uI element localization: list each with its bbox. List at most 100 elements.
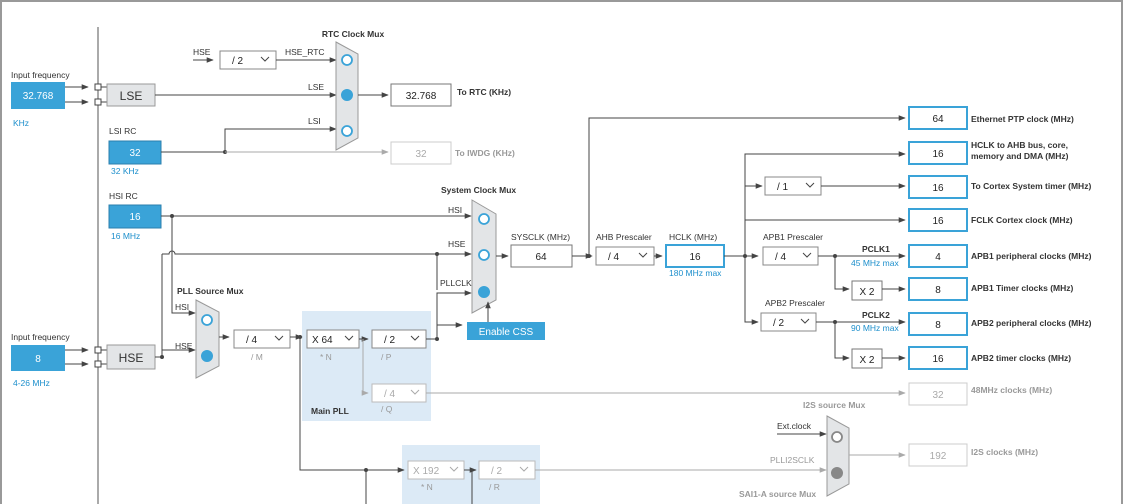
pll-radio-hsi[interactable] [201,314,213,326]
output-value-apb1-periph: 4 [935,252,941,263]
i2s-radio-ext[interactable] [831,431,843,443]
rtc-radio-hse[interactable] [341,54,353,66]
output-value-fclk: 16 [932,216,944,227]
rtc-hse-label: HSE [193,47,211,57]
pll-q-select[interactable] [371,383,427,403]
hclk-label: HCLK (MHz) [669,232,717,242]
sys-pllclk-label: PLLCLK [440,278,472,288]
sysclk-label: SYSCLK (MHz) [511,232,570,242]
rtc-radio-lsi[interactable] [341,125,353,137]
apb1-timer-mult [851,280,883,301]
pll-p-select[interactable] [371,329,427,349]
output-value-apb1-timer: 8 [935,285,941,296]
iwdg-output-box [390,141,452,165]
rtc-lse-label: LSE [308,82,324,92]
pll-hsi-label: HSI [175,302,189,312]
pll-p-value: / 2 [384,335,396,346]
plli2s-r-select[interactable] [478,460,536,480]
sys-hse-label: HSE [448,239,466,249]
i2s-source-mux [826,415,850,497]
hclk-value: 16 [689,252,701,263]
chevron-down-icon [519,466,529,472]
rtc-div-select[interactable] [219,50,277,70]
apb2-value: / 2 [773,318,785,329]
lse-freq-value: 32.768 [23,91,54,102]
apb1-timer-mult-value: X 2 [859,287,874,298]
rtc-radio-lse[interactable] [341,89,353,101]
pll-mux-title: PLL Source Mux [177,286,244,296]
chevron-down-icon [805,182,815,188]
lse-freq-label: Input frequency [11,70,70,80]
sys-hsi-label: HSI [448,205,462,215]
i2s-radio-plli2s[interactable] [831,467,843,479]
pll-hse-label: HSE [175,341,193,351]
pll-m-label: / M [251,352,263,362]
i2s-plli2s-label: PLLI2SCLK [770,455,815,465]
output-box-apb2-periph[interactable] [908,312,968,336]
output-box-apb1-periph[interactable] [908,244,968,268]
output-label-apb1-periph: APB1 peripheral clocks (MHz) [971,251,1092,261]
hclk-max: 180 MHz max [669,268,722,278]
sys-mux-title: System Clock Mux [441,185,516,195]
apb2-select[interactable] [760,312,817,332]
hse-range: 4-26 MHz [13,378,50,388]
output-label-cortex-timer: To Cortex System timer (MHz) [971,181,1091,191]
output-label-apb2-periph: APB2 peripheral clocks (MHz) [971,318,1092,328]
pll-source-mux [195,299,220,379]
output-box-apb2-timer[interactable] [908,346,968,370]
hsi-unit: 16 MHz [111,231,140,241]
plli2s-r-value: / 2 [491,466,503,477]
rtc-lsi-label: LSI [308,116,321,126]
sys-radio-pllclk[interactable] [478,286,490,298]
output-label-48mhz: 48MHz clocks (MHz) [971,385,1052,395]
sai-mux-title: SAI1-A source Mux [739,489,816,499]
output-value-48mhz: 32 [932,390,944,401]
hse-block[interactable] [106,344,156,370]
chevron-down-icon [449,466,459,472]
rtc-label: To RTC (KHz) [457,87,511,97]
output-value-i2s: 192 [930,451,947,462]
pll-p-label: / P [381,352,392,362]
pll-n-label: * N [320,352,332,362]
apb2-label: APB2 Prescaler [765,298,825,308]
pll-m-value: / 4 [246,335,258,346]
pll-q-label: / Q [381,404,393,414]
main-pll-panel [302,311,431,421]
lse-unit: KHz [13,118,29,128]
hse-freq-input[interactable] [11,345,65,371]
plli2s-n-label: * N [421,482,433,492]
hsi-value: 16 [129,212,141,223]
output-box-cortex-timer[interactable] [908,175,968,199]
output-box-hclk[interactable] [908,141,968,165]
rtc-mux-title: RTC Clock Mux [322,29,385,39]
cortex-div-select[interactable] [764,176,822,196]
chevron-down-icon [410,335,420,341]
chevron-down-icon [344,335,354,341]
lsi-label: LSI RC [109,126,136,136]
lse-block-label: LSE [120,89,143,103]
chevron-down-icon [800,318,810,324]
iwdg-label: To IWDG (KHz) [455,148,515,158]
enable-css-button[interactable] [467,322,545,340]
chevron-down-icon [802,252,812,258]
output-value-apb2-timer: 16 [932,354,944,365]
sys-radio-hse[interactable] [478,249,490,261]
lse-freq-input[interactable] [11,82,65,109]
pll-m-select[interactable] [233,329,291,349]
output-box-ethernet[interactable] [908,106,968,130]
ahb-select[interactable] [595,246,655,266]
plli2s-n-value: X 192 [413,466,440,477]
sys-radio-hsi[interactable] [478,213,490,225]
sysclk-value: 64 [535,252,547,263]
apb1-max: 45 MHz max [851,258,899,268]
output-box-fclk[interactable] [908,208,968,232]
output-box-apb1-timer[interactable] [908,277,968,301]
chevron-down-icon [274,335,284,341]
apb2-timer-mult-value: X 2 [859,355,874,366]
apb1-select[interactable] [762,246,819,266]
pll-radio-hse[interactable] [201,350,213,362]
output-label-hclk-line2: memory and DMA (MHz) [971,151,1069,161]
enable-css-label: Enable CSS [479,327,534,338]
